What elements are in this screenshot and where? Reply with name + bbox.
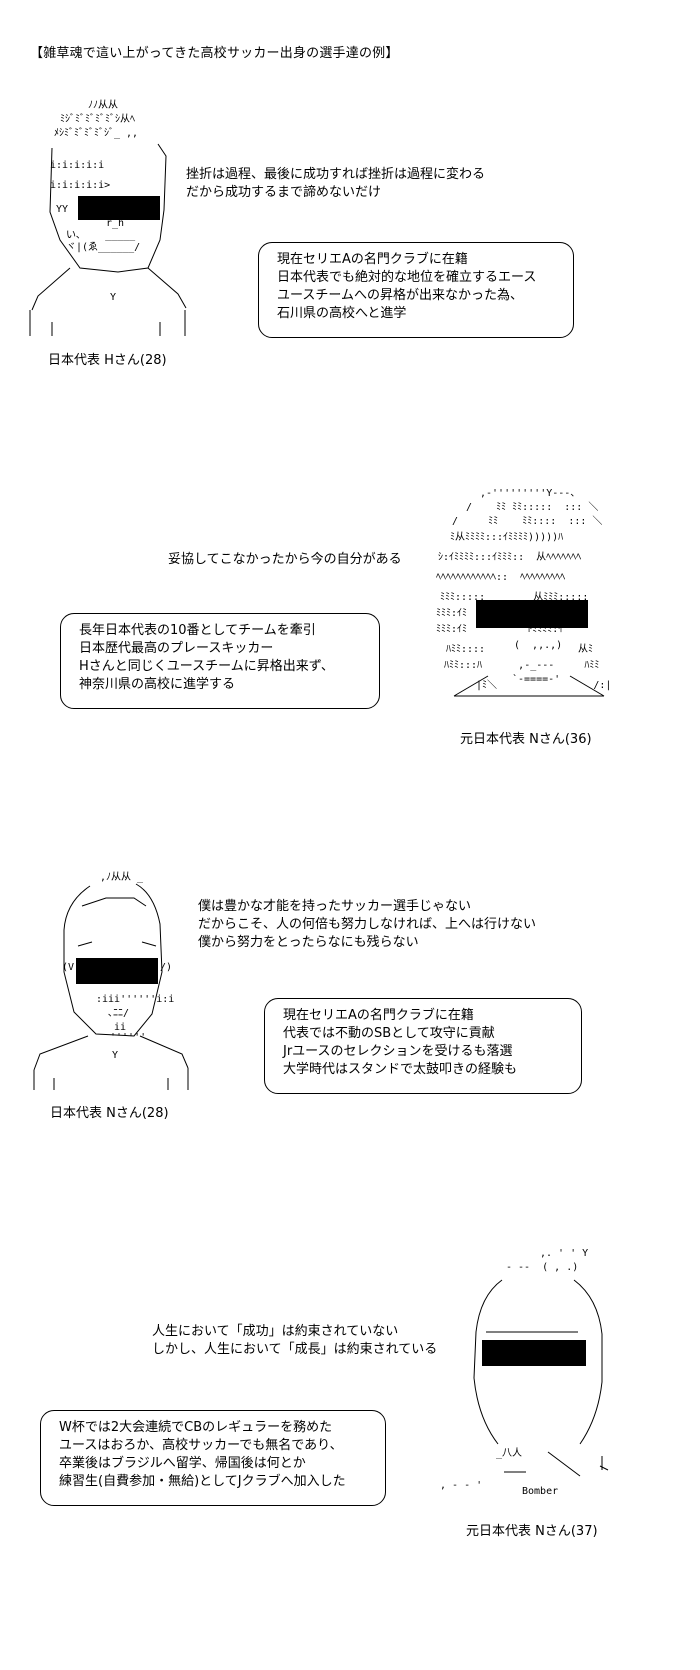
player-1-hair: ﾒｼﾐﾞﾐﾞﾐﾞﾐﾞｼﾞ_ ,, xyxy=(54,128,139,139)
bio-line: Jrユースのセレクションを受けるも落選 xyxy=(283,1044,513,1059)
player-2-nose: ( ,,.,) xyxy=(514,640,563,651)
player-2-hair: ﾍﾍﾍﾍﾍﾍﾍﾍﾍﾍﾍﾍ:: ﾍﾍﾍﾍﾍﾍﾍﾍﾍ xyxy=(436,572,566,583)
bio-line: 日本歴代最高のプレースキッカー xyxy=(79,641,274,656)
quote-line: だから成功するまで諦めないだけ xyxy=(186,185,382,200)
bio-line: 現在セリエAの名門クラブに在籍 xyxy=(277,252,468,267)
player-1-figure: ﾉﾉ从从 ﾐｼﾞﾐﾞﾐﾞﾐﾞﾐﾞｼ从ﾍ ﾒｼﾐﾞﾐﾞﾐﾞﾐﾞｼﾞ_ ,, i:i… xyxy=(29,100,200,340)
quote-line: 僕は豊かな才能を持ったサッカー選手じゃない xyxy=(198,899,472,914)
player-2-hair: ﾐﾐﾐ:ｲﾐ ﾄﾐﾐﾐﾐ:ｲ xyxy=(436,624,564,635)
player-3-chin: '''''' xyxy=(110,1032,147,1043)
player-4-mouth: _八人 xyxy=(496,1448,523,1459)
player-2-hair: ｼ:ｲﾐﾐﾐﾐ:::ｲﾐﾐﾐ:: 从ﾍﾍﾍﾍﾍﾍﾍ xyxy=(438,552,582,563)
player-1-hair: ﾐｼﾞﾐﾞﾐﾞﾐﾞﾐﾞｼ从ﾍ xyxy=(60,114,135,125)
player-2-censor-bar xyxy=(476,600,588,628)
player-3-outline xyxy=(33,883,189,1090)
player-4-shoulder: , - ‐ ' xyxy=(440,1480,483,1491)
player-2-cheek: 从ﾐ xyxy=(578,644,593,655)
player-3-censor-bar xyxy=(76,958,158,984)
player-2-hair: ﾐﾐﾐ::::: 从ﾐﾐﾐ::::: xyxy=(440,592,589,603)
quote-line: 妥協してこなかったから今の自分がある xyxy=(168,552,402,567)
player-3-mouth: ､ﾆﾆ/ xyxy=(108,1008,130,1019)
player-3-quote: 僕は豊かな才能を持ったサッカー選手じゃない だからこそ、人の何倍も努力しなければ… xyxy=(198,898,536,952)
player-2-mouth: `-====-' xyxy=(512,674,561,685)
player-4-bio-box: W杯では2大会連続でCBのレギュラーを務めた ユースはおろか、高校サッカーでも無… xyxy=(40,1410,386,1506)
player-3-ear: /) xyxy=(160,962,173,973)
bio-line: 大学時代はスタンドで太鼓叩きの経験も xyxy=(283,1062,518,1077)
bio-line: 石川県の高校へと進学 xyxy=(277,306,407,321)
player-1-quote: 挫折は過程、最後に成功すれば挫折は過程に変わる だから成功するまで諦めないだけ xyxy=(186,166,485,202)
bio-line: ユースチームへの昇格が出来なかった為、 xyxy=(277,288,523,303)
quote-line: だからこそ、人の何倍も努力しなければ、上へは行けない xyxy=(198,917,537,932)
player-1-caption: 日本代表 Hさん(28) xyxy=(48,353,167,368)
player-1-censor-bar xyxy=(78,196,160,220)
bio-line: 長年日本代表の10番としてチームを牽引 xyxy=(79,623,316,638)
player-1-hair: ﾉﾉ从从 xyxy=(88,100,118,111)
quote-line: 人生において「成功」は約束されていない xyxy=(152,1324,399,1339)
bio-line: W杯では2大会連続でCBのレギュラーを務めた xyxy=(59,1420,333,1435)
player-4-outline xyxy=(473,1279,609,1477)
player-4-quote: 人生において「成功」は約束されていない しかし、人生において「成長」は約束されて… xyxy=(152,1323,437,1359)
bio-line: 日本代表でも絶対的な地位を確立するエース xyxy=(277,270,537,285)
player-2-hair: ,-'''''''''Y---、 xyxy=(480,488,581,499)
bio-line: 練習生(自費参加・無給)としてJクラブへ加入した xyxy=(59,1474,346,1489)
bio-line: Hさんと同じくユースチームに昇格出来ず、 xyxy=(79,659,334,674)
player-2-figure: ,-'''''''''Y---、 / ﾐﾐ ﾐﾐ::::: ::: ＼ / ﾐﾐ… xyxy=(428,488,628,713)
player-2-bio-box: 長年日本代表の10番としてチームを牽引 日本歴代最高のプレースキッカー Hさんと… xyxy=(60,613,380,709)
player-1-neck: Y xyxy=(110,292,117,303)
player-3-caption: 日本代表 Nさん(28) xyxy=(50,1106,169,1121)
bio-line: 神奈川県の高校に進学する xyxy=(79,677,236,692)
player-4-hair: ,. ' ' Y xyxy=(540,1248,589,1259)
player-2-caption: 元日本代表 Nさん(36) xyxy=(460,732,592,747)
player-1-hair: i:i:i:i:i xyxy=(50,160,105,171)
player-2-hair: ﾐ从ﾐﾐﾐﾐ:::ｲﾐﾐﾐﾐ)))))ﾊ xyxy=(450,532,564,543)
player-3-ear: (V xyxy=(62,962,75,973)
bio-line: 代表では不動のSBとして攻守に貢献 xyxy=(283,1026,495,1041)
player-2-hair: / ﾐﾐ ﾐﾐ::::: ::: ＼ xyxy=(466,502,599,513)
player-2-hair: / ﾐﾐ ﾐﾐ:::: ::: ＼ xyxy=(452,516,603,527)
player-2-quote: 妥協してこなかったから今の自分がある xyxy=(168,551,402,569)
player-1-chin: ヾ|(ゑ______/ xyxy=(66,242,141,253)
player-3-neck: Y xyxy=(112,1050,119,1061)
page-title: 【雑草魂で這い上がってきた高校サッカー出身の選手達の例】 xyxy=(30,46,399,61)
player-4-caption: 元日本代表 Nさん(37) xyxy=(466,1524,598,1539)
bio-line: 卒業後はブラジルへ留学、帰国後は何とか xyxy=(59,1456,306,1471)
player-1-ear: YY xyxy=(56,204,69,215)
player-4-art-label: Bomber xyxy=(522,1486,559,1497)
player-2-mouth: ﾊﾐﾐ:::ﾊ ,-_--- ﾊﾐﾐ xyxy=(444,660,600,671)
player-1-bio-box: 現在セリエAの名門クラブに在籍 日本代表でも絶対的な地位を確立するエース ユース… xyxy=(258,242,574,338)
bio-line: ユースはおろか、高校サッカーでも無名であり、 xyxy=(59,1438,343,1453)
bio-line: 現在セリエAの名門クラブに在籍 xyxy=(283,1008,474,1023)
player-1-hair: i:i:i:i:i> xyxy=(50,180,111,191)
player-1-mouth: い､ _____ xyxy=(66,230,136,241)
quote-line: 僕から努力をとったらなにも残らない xyxy=(198,935,419,950)
player-2-outline xyxy=(453,675,605,697)
player-1-outline xyxy=(29,143,187,336)
player-2-cheek: ﾊﾐﾐ:::: xyxy=(446,644,486,655)
player-3-bio-box: 現在セリエAの名門クラブに在籍 代表では不動のSBとして攻守に貢献 Jrユースの… xyxy=(264,998,582,1094)
player-4-censor-bar xyxy=(482,1340,586,1366)
player-2-collar: |ﾐ＼ /:| xyxy=(476,680,612,691)
player-3-chin: ii xyxy=(114,1022,127,1033)
player-1-nose: r_h xyxy=(106,218,125,229)
player-4-figure: ,. ' ' Y - ‐‐ ( , .) _八人 , - ‐ ' Bomber xyxy=(430,1248,630,1508)
player-3-figure: ,ﾉ从从 _ (V /) :iii''''''i:i ､ﾆﾆ/ ii '''''… xyxy=(30,872,200,1092)
quote-line: しかし、人生において「成長」は約束されている xyxy=(152,1342,438,1357)
player-3-mouth: :iii''''''i:i xyxy=(96,994,175,1005)
player-3-hair: ,ﾉ从从 _ xyxy=(100,872,144,883)
player-4-hair: - ‐‐ ( , .) xyxy=(506,1262,579,1273)
quote-line: 挫折は過程、最後に成功すれば挫折は過程に変わる xyxy=(186,167,486,182)
